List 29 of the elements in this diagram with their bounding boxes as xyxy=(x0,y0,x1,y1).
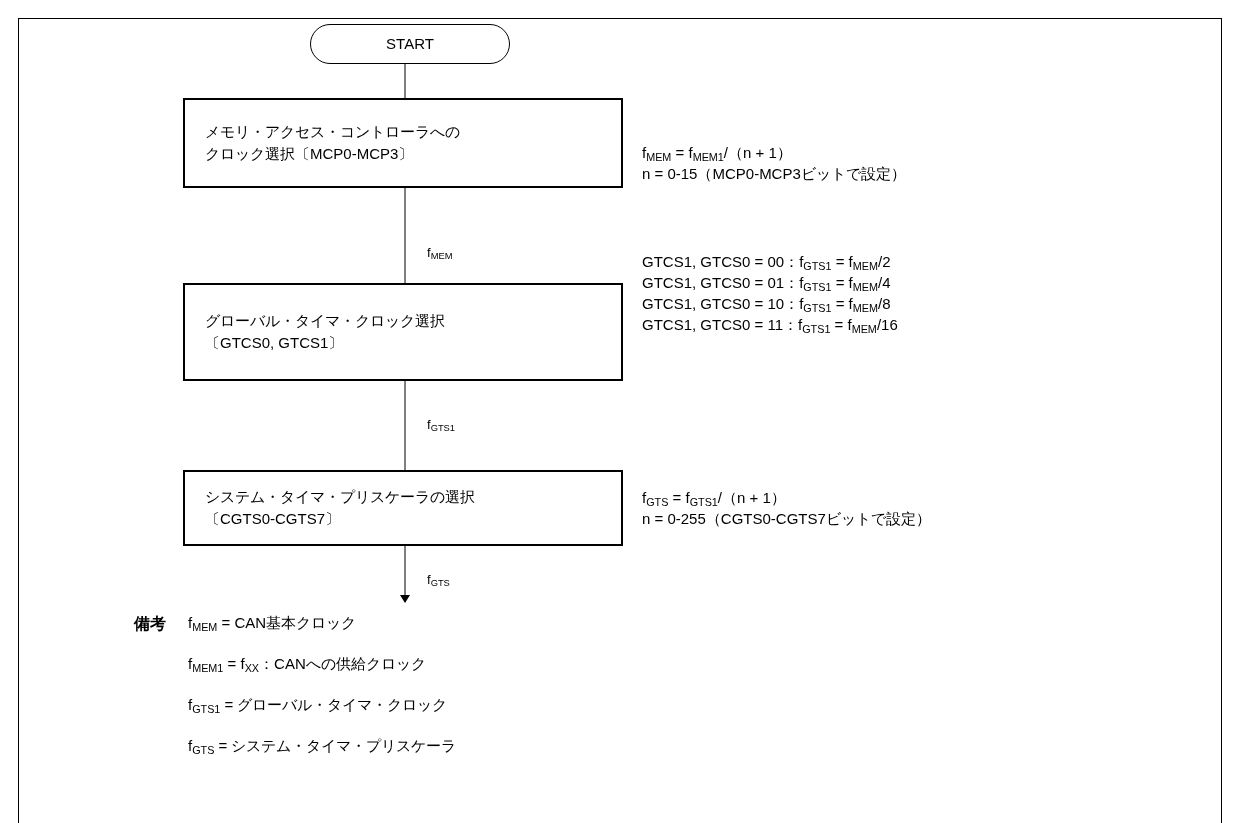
process-text: 〔GTCS0, GTCS1〕 xyxy=(205,333,345,353)
note-text: GTCS1, GTCS0 = 01：f$_{GTS1}$ = f$_{MEM}$/4 xyxy=(642,273,892,293)
connector-line xyxy=(404,380,406,471)
note-text: f$_{MEM}$ = f$_{MEM1}$/（n + 1） xyxy=(642,143,793,163)
arrow xyxy=(400,545,410,603)
terminal-label: START xyxy=(386,34,434,54)
note-text: GTCS1, GTCS0 = 10：f$_{GTS1}$ = f$_{MEM}$/8 xyxy=(642,294,892,314)
process-box xyxy=(183,470,623,546)
remark-text: f$_{GTS}$ = システム・タイマ・プリスケーラ xyxy=(188,736,457,758)
remark-text: f$_{MEM}$ = CAN基本クロック xyxy=(188,613,357,635)
connector-line xyxy=(404,63,406,99)
process-box xyxy=(183,283,623,381)
connector-line xyxy=(404,187,406,284)
terminal-shape xyxy=(310,24,510,64)
remark-text: f$_{GTS1}$ = グローバル・タイマ・クロック xyxy=(188,695,448,717)
process-text: グローバル・タイマ・クロック選択 xyxy=(205,311,446,331)
edge-label: f$_{GTS}$ xyxy=(427,571,450,590)
remark-heading: 備考 xyxy=(134,614,166,634)
note-text: GTCS1, GTCS0 = 11：f$_{GTS1}$ = f$_{MEM}$/16 xyxy=(642,315,899,335)
note-text: f$_{GTS}$ = f$_{GTS1}$/（n + 1） xyxy=(642,488,787,508)
edge-label: f$_{MEM}$ xyxy=(427,244,453,263)
process-text: メモリ・アクセス・コントローラへのクロック選択〔MCP0-MCP3〕 xyxy=(205,122,461,164)
process-box xyxy=(183,98,623,188)
process-text: システム・タイマ・プリスケーラの選択〔CGTS0-CGTS7〕 xyxy=(205,487,476,529)
note-text: n = 0-255（CGTS0-CGTS7ビットで設定） xyxy=(642,509,932,529)
remark-text: f$_{MEM1}$ = f$_{XX}$：CANへの供給クロック xyxy=(188,654,426,676)
edge-label: f$_{GTS1}$ xyxy=(427,416,456,435)
note-text: n = 0-15（MCP0-MCP3ビットで設定） xyxy=(642,164,907,184)
note-text: GTCS1, GTCS0 = 00：f$_{GTS1}$ = f$_{MEM}$/2 xyxy=(642,252,892,272)
